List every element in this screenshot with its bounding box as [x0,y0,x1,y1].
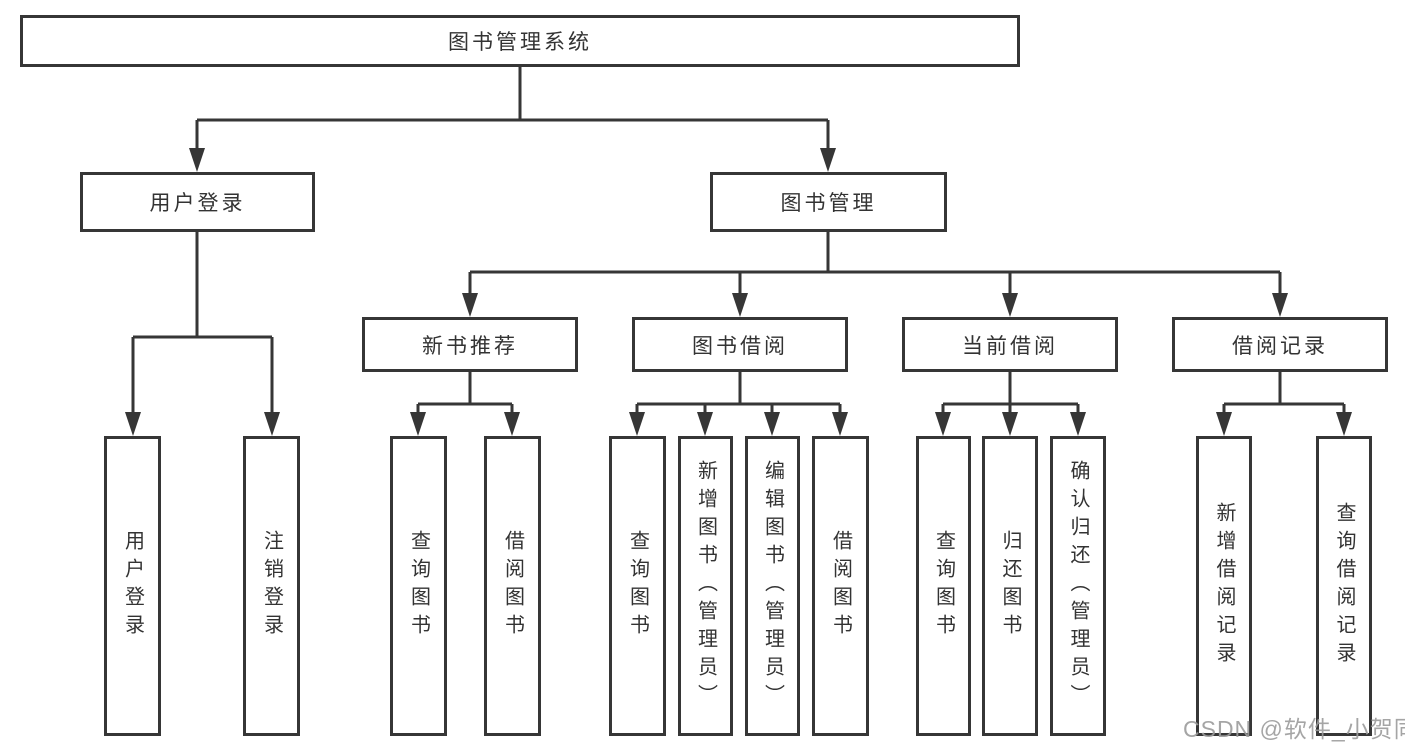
node-book-borrowing: 图书借阅 [632,317,848,372]
node-label: 图书管理系统 [448,31,592,54]
leaf-borrow-book-recommend: 借阅图书 [484,436,541,736]
leaf-query-book-recommend: 查询图书 [390,436,447,736]
leaf-confirm-return-admin: 确认归还（管理员） [1050,436,1106,736]
connector-bookborrow-to-leaves [629,372,848,436]
leaf-edit-book-admin: 编辑图书（管理员） [745,436,800,736]
node-label: 确认归还（管理员） [1067,460,1089,712]
csdn-watermark: CSDN @软件_小贺同学 [1183,716,1405,742]
leaf-add-borrow-record: 新增借阅记录 [1196,436,1252,736]
leaf-user-login: 用户登录 [104,436,161,736]
node-new-book-recommendation: 新书推荐 [362,317,578,372]
node-label: 归还图书 [999,530,1021,642]
node-label: 借阅记录 [1232,334,1328,358]
node-label: 查询借阅记录 [1333,502,1355,670]
node-label: 新书推荐 [422,334,518,358]
node-label: 注销登录 [260,530,283,642]
node-label: 当前借阅 [962,334,1058,358]
node-label: 新增图书（管理员） [694,460,717,712]
connector-bookmgmt-to-level3 [462,232,1288,317]
node-label: 查询图书 [407,530,430,642]
leaf-query-borrow-record: 查询借阅记录 [1316,436,1372,736]
node-user-login: 用户登录 [80,172,315,232]
leaf-return-book: 归还图书 [982,436,1038,736]
node-label: 图书管理 [780,192,877,215]
node-label: 新增借阅记录 [1213,502,1235,670]
connector-userlogin-to-leaves [125,232,280,436]
node-label: 编辑图书（管理员） [761,460,784,712]
node-borrowing-records: 借阅记录 [1172,317,1388,372]
connector-newbookrec-to-leaves [410,372,520,436]
connector-root-to-level2 [189,67,836,172]
node-label: 查询图书 [626,530,649,642]
node-label: 借阅图书 [501,530,524,642]
leaf-borrow-book: 借阅图书 [812,436,869,736]
leaf-query-book-borrow: 查询图书 [609,436,666,736]
leaf-query-book-current: 查询图书 [916,436,971,736]
leaf-add-book-admin: 新增图书（管理员） [678,436,733,736]
node-label: 借阅图书 [829,530,852,642]
connector-borrowrecords-to-leaves [1216,372,1352,436]
node-label: 用户登录 [149,192,246,215]
node-current-borrowing: 当前借阅 [902,317,1118,372]
node-label: 查询图书 [932,530,955,642]
node-book-management: 图书管理 [710,172,947,232]
node-root-library-system: 图书管理系统 [20,15,1020,67]
node-label: 图书借阅 [692,334,788,358]
node-label: 用户登录 [121,530,144,642]
leaf-logout: 注销登录 [243,436,300,736]
connector-currentborrow-to-leaves [935,372,1086,436]
